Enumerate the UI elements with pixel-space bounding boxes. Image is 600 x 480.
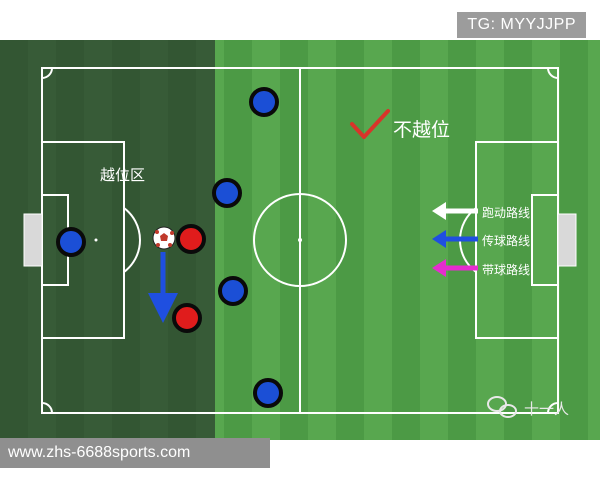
dribble-route-arrow-icon: [432, 259, 478, 277]
wechat-icon: [487, 396, 517, 418]
pass-route-arrow-icon: [432, 230, 478, 248]
player-red-receiver: [172, 303, 202, 333]
run-route-arrow-icon: [432, 202, 478, 220]
player-blue-goalkeeper: [56, 227, 86, 257]
player-blue-lower-mid: [218, 276, 248, 306]
soccer-pitch: 越位区 不越位 跑动路线 传球路线 带球路线 十一人: [0, 40, 600, 440]
player-blue-top: [249, 87, 279, 117]
legend-pass-route-label: 传球路线: [482, 234, 531, 248]
player-red-with-ball: [176, 224, 206, 254]
legend-run-route-label: 跑动路线: [482, 206, 531, 220]
offside-zone-label: 越位区: [100, 166, 146, 184]
pitch-lines: [23, 67, 577, 418]
telegram-watermark: TG: MYYJJPP: [457, 12, 586, 38]
check-icon: [350, 109, 390, 139]
wechat-account-watermark: 十一人: [524, 400, 570, 418]
website-watermark: www.zhs-6688sports.com: [0, 438, 270, 468]
soccer-ball-icon: [152, 226, 176, 250]
player-blue-upper-mid: [212, 178, 242, 208]
not-offside-label: 不越位: [393, 119, 451, 141]
legend-dribble-route-label: 带球路线: [482, 263, 531, 277]
player-blue-bottom: [253, 378, 283, 408]
